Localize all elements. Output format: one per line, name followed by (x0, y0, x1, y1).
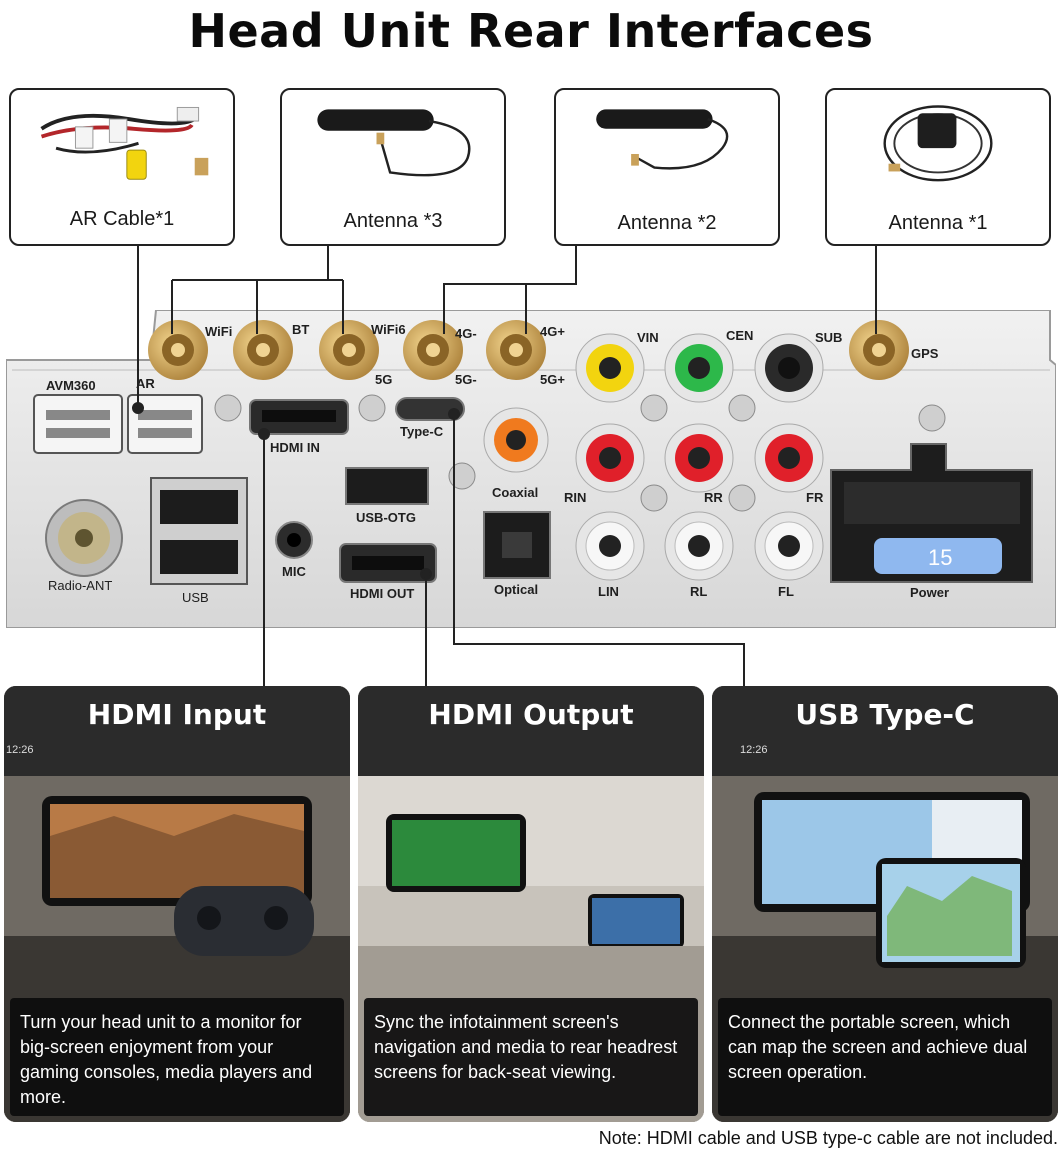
usb-otg-port (345, 467, 429, 505)
card-description: Turn your head unit to a monitor for big… (10, 998, 344, 1116)
label-lin: LIN (598, 584, 619, 599)
accessory-antenna-1: Antenna *1 (825, 88, 1051, 246)
card-hdmi-input: 12:26 HDMI Input Turn your head unit to … (4, 686, 350, 1122)
accessory-label: Antenna *3 (343, 210, 443, 232)
label-4g-minus: 4G- (455, 326, 477, 341)
page-title: Head Unit Rear Interfaces (188, 4, 874, 58)
label-hdmi-out: HDMI OUT (350, 586, 415, 601)
label-gps: GPS (911, 346, 939, 361)
label-5g-plus: 5G+ (540, 372, 565, 387)
rear-panel (6, 310, 1056, 628)
label-4g-plus: 4G+ (540, 324, 565, 339)
dashboard-clock: 12:26 (6, 744, 34, 756)
ar-connector (127, 394, 203, 454)
accessory-antenna-2: Antenna *2 (554, 88, 780, 246)
fuse-rating: 15 (928, 545, 953, 570)
label-rr: RR (704, 490, 723, 505)
label-usb-otg: USB-OTG (356, 510, 416, 525)
label-coaxial: Coaxial (492, 485, 539, 500)
card-usb-type-c: 12:26 USB Type-C Connect the portable sc… (712, 686, 1058, 1122)
label-bt: BT (292, 322, 310, 337)
label-wifi6: WiFi6 (371, 322, 406, 337)
label-hdmi-in: HDMI IN (270, 440, 320, 455)
card-title: USB Type-C (795, 698, 975, 731)
card-hdmi-output: HDMI Output Sync the infotainment screen… (358, 686, 704, 1122)
label-ar: AR (136, 376, 155, 391)
disclaimer-note: Note: HDMI cable and USB type-c cable ar… (598, 1128, 1058, 1148)
label-5g: 5G (375, 372, 393, 387)
label-avm360: AVM360 (46, 378, 96, 393)
accessory-antenna-3: Antenna *3 (280, 88, 506, 246)
gps-antenna-image (883, 105, 993, 182)
label-power: Power (910, 585, 950, 600)
label-fr: FR (806, 490, 824, 505)
label-rl: RL (690, 584, 708, 599)
ar-cable-image (40, 106, 209, 180)
accessory-label: Antenna *1 (888, 212, 988, 234)
label-optical: Optical (494, 582, 539, 597)
label-rin: RIN (564, 490, 587, 505)
accessory-label: AR Cable*1 (69, 208, 175, 230)
accessory-label: Antenna *2 (617, 212, 717, 234)
type-c-port (395, 397, 465, 421)
accessory-ar-cable: AR Cable*1 (9, 88, 235, 246)
label-type-c: Type-C (400, 424, 444, 439)
label-usb: USB (182, 590, 209, 605)
antenna-connectors (148, 320, 909, 380)
antenna-image (317, 109, 471, 177)
avm360-connector (33, 394, 123, 454)
label-vin: VIN (637, 330, 659, 345)
card-description: Connect the portable screen, which can m… (718, 998, 1052, 1116)
dashboard-clock: 12:26 (740, 744, 768, 756)
card-title: HDMI Input (87, 698, 267, 731)
label-mic: MIC (282, 564, 306, 579)
label-5g-minus: 5G- (455, 372, 477, 387)
label-sub: SUB (815, 330, 843, 345)
card-description: Sync the infotainment screen's navigatio… (364, 998, 698, 1116)
antenna-image (596, 109, 729, 170)
card-title: HDMI Output (428, 698, 634, 731)
label-cen: CEN (726, 328, 754, 343)
label-fl: FL (778, 584, 794, 599)
fuse (874, 538, 1002, 574)
label-wifi: WiFi (205, 324, 233, 339)
label-radio-ant: Radio-ANT (48, 578, 113, 593)
